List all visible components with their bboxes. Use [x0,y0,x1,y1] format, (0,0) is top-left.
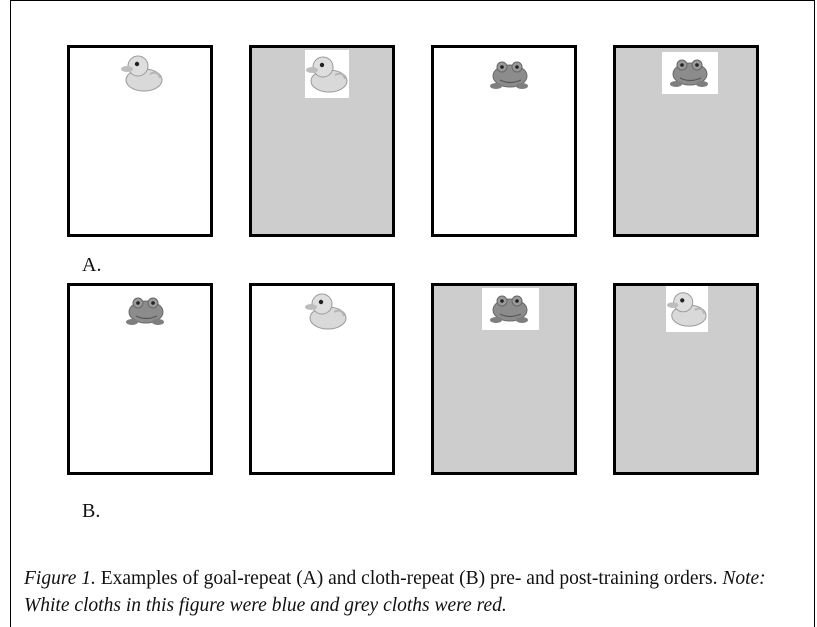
frog-icon [670,59,708,87]
row-a-label: A. [82,254,102,276]
card-a4-grey-cloth [613,45,759,237]
card-b2-white-cloth [249,283,395,475]
card-b1-white-cloth [67,283,213,475]
duck-icon [306,56,348,93]
toy-box [482,288,539,330]
frog-icon [490,295,528,323]
duck-icon [666,292,707,327]
row-b-label: B. [82,500,101,522]
toy-box [666,286,708,332]
frog-icon [490,61,528,89]
card-a3-white-cloth [431,45,577,237]
card-b3-grey-cloth [431,283,577,475]
duck-icon [121,55,163,92]
toy-box [662,52,718,94]
card-a1-white-cloth [67,45,213,237]
duck-icon [305,293,347,330]
card-a2-grey-cloth [249,45,395,237]
caption-figure-label: Figure 1. [24,568,96,589]
caption-text: Examples of goal-repeat (A) and cloth-re… [95,568,723,589]
toy-box [305,50,349,98]
figure-caption: Figure 1. Examples of goal-repeat (A) an… [24,565,804,619]
figure-frame [10,0,815,627]
frog-icon [126,297,164,325]
card-b4-grey-cloth [613,283,759,475]
caption-note: Note: White cloths in this figure were b… [24,568,766,616]
